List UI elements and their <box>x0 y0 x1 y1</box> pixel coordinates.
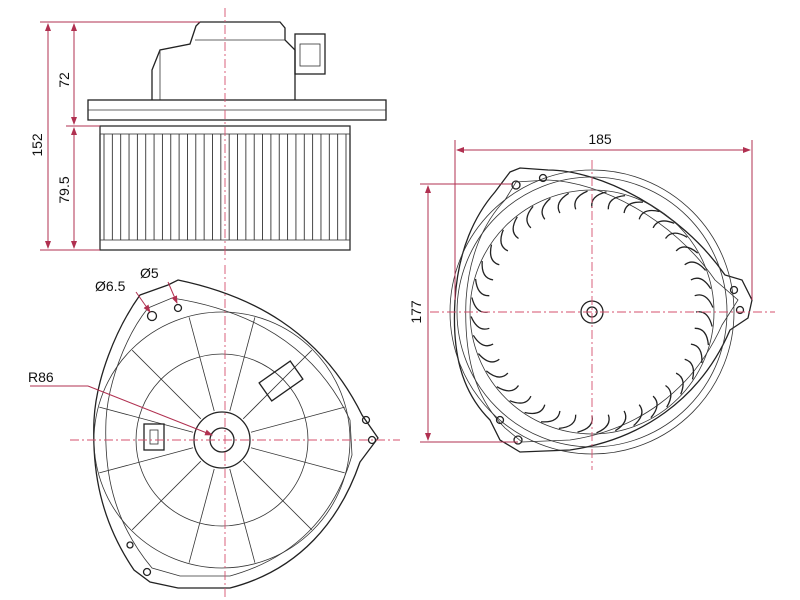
bottom-view: Ø6.5 Ø5 R86 <box>28 265 400 598</box>
label-hole-small: Ø5 <box>140 265 159 281</box>
bottom-spoke <box>99 406 194 433</box>
impeller-blade <box>512 216 519 240</box>
label-hole-large: Ø6.5 <box>95 278 126 294</box>
impeller-blade <box>690 343 703 363</box>
impeller-blade <box>638 209 660 220</box>
impeller-blade <box>652 220 675 229</box>
impeller-blade <box>496 385 520 392</box>
impeller-blade <box>470 316 490 330</box>
bottom-spoke <box>242 349 313 420</box>
impeller-blade <box>471 297 489 313</box>
impeller-blade <box>485 370 509 378</box>
bottom-inner-rim <box>105 297 353 577</box>
impeller-blade <box>633 404 643 427</box>
bottom-spoke <box>131 349 202 420</box>
resistor-block <box>258 360 304 402</box>
terminal-block <box>143 423 165 451</box>
mount-hole-small <box>173 303 183 313</box>
impeller-blade <box>675 372 684 395</box>
impeller-blade <box>684 358 695 380</box>
bottom-spoke <box>250 447 345 474</box>
connector-detail <box>299 43 321 67</box>
terminal-pin <box>149 429 159 445</box>
dim-total-height: 152 <box>29 133 45 157</box>
bottom-spoke <box>250 406 345 433</box>
impeller-blade <box>650 395 658 419</box>
dim-height: 177 <box>408 300 424 324</box>
impeller-blade <box>690 277 712 290</box>
bottom-spoke <box>188 468 215 563</box>
bottom-spoke <box>188 317 215 412</box>
impeller-blade <box>500 229 509 252</box>
impeller-blade <box>524 404 546 415</box>
impeller-blade <box>623 201 643 214</box>
impeller-blade <box>591 191 607 209</box>
top-mount-hole-2 <box>538 173 548 183</box>
impeller-blades <box>470 190 714 434</box>
top-mount-hole-1 <box>511 180 521 190</box>
top-mount-hole-4 <box>735 305 745 315</box>
bottom-spoke <box>131 460 202 531</box>
impeller-blade <box>472 334 494 347</box>
impeller-blade <box>664 232 688 239</box>
top-mount-hole-5 <box>495 415 505 425</box>
impeller-blade <box>474 278 490 297</box>
impeller-blade <box>577 415 593 433</box>
impeller-blade <box>607 194 626 210</box>
top-mount-hole-3 <box>729 285 739 295</box>
impeller-blade <box>477 353 500 363</box>
impeller-blade <box>614 410 627 432</box>
impeller-blade <box>596 414 610 434</box>
dim-motor-height: 72 <box>56 72 72 88</box>
impeller-blade <box>557 192 570 214</box>
impeller-blade <box>509 395 532 404</box>
top-view: 185 177 <box>408 131 775 470</box>
mount-hole-right-2 <box>367 435 377 445</box>
mount-hole-left <box>126 541 134 549</box>
impeller-blade <box>541 197 551 220</box>
impeller-blade <box>574 190 588 210</box>
impeller-blade <box>526 205 534 229</box>
bottom-spoke <box>99 447 194 474</box>
top-mount-hole-6 <box>513 435 523 445</box>
mount-hole-right-1 <box>361 415 371 425</box>
impeller-blade <box>694 294 714 308</box>
mount-hole-large <box>146 310 158 322</box>
motor-housing <box>151 21 296 100</box>
side-view: 152 72 79.5 <box>29 8 387 262</box>
bottom-spoke <box>229 317 256 412</box>
leader-hole-small <box>167 281 178 304</box>
bottom-spoke <box>229 468 256 563</box>
leader-hole-large <box>135 291 151 313</box>
dim-wheel-height: 79.5 <box>56 176 72 203</box>
impeller-blade <box>558 414 577 430</box>
bottom-flange-outline <box>93 279 379 589</box>
wheel-fins <box>103 134 347 240</box>
dim-width: 185 <box>588 131 612 147</box>
impeller-blade <box>684 261 707 271</box>
impeller-blade <box>675 246 699 254</box>
connector <box>294 33 326 75</box>
mount-hole-bottom <box>142 567 152 577</box>
label-radius: R86 <box>28 369 54 385</box>
impeller-blade <box>695 311 713 327</box>
bottom-spoke <box>242 460 313 531</box>
leader-radius <box>87 385 213 436</box>
impeller-blade <box>489 244 500 266</box>
impeller-blade <box>665 384 672 408</box>
impeller-blade <box>481 261 494 281</box>
bottom-spokes <box>99 317 345 563</box>
impeller-housing-inner <box>465 179 739 443</box>
impeller-blade <box>541 410 561 423</box>
impeller-blade <box>694 327 710 346</box>
